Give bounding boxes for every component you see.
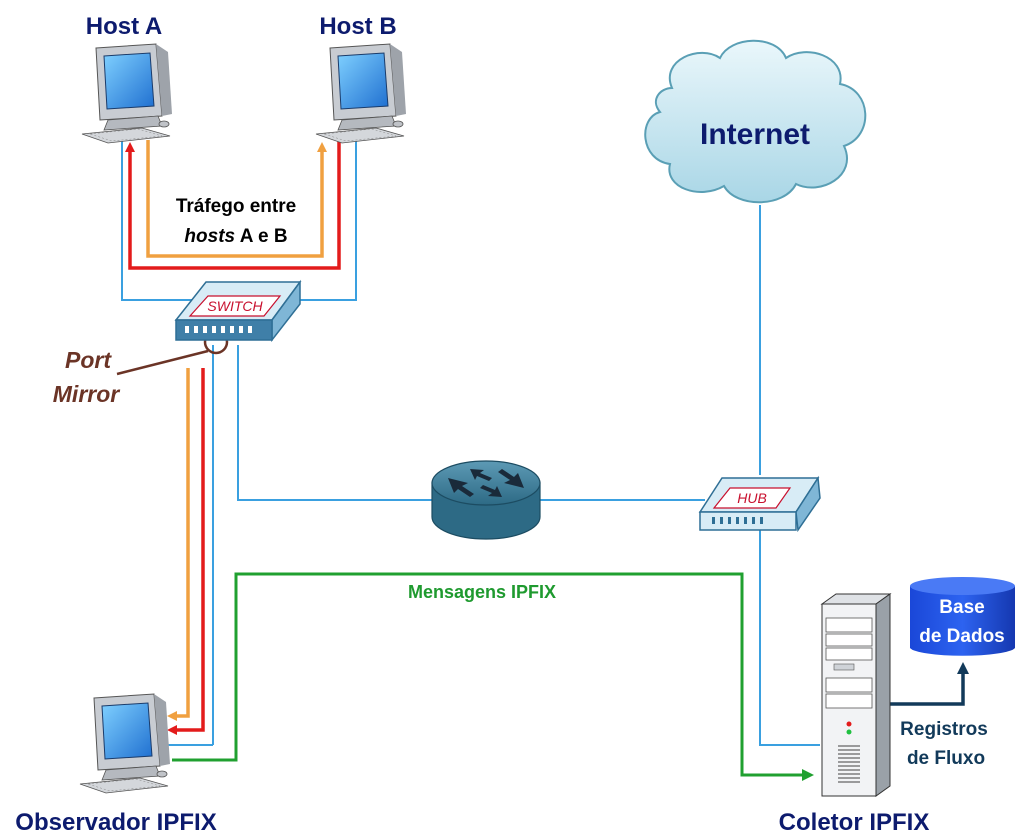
database-icon[interactable]: Base de Dados — [910, 577, 1015, 656]
observer-computer-icon[interactable] — [79, 693, 170, 794]
link-host-a-switch — [121, 140, 200, 301]
internet-label: Internet — [700, 118, 810, 151]
observer-label: Observador IPFIX — [15, 809, 216, 836]
collector-server-icon[interactable] — [820, 593, 892, 797]
mirror-orange-line — [167, 368, 190, 721]
port-mirror-label-line1: Port — [65, 347, 112, 373]
switch-device-icon[interactable]: SWITCH — [174, 279, 302, 343]
flow-records-arrow — [880, 662, 969, 706]
mirror-red-line — [167, 368, 205, 735]
database-label-line2: de Dados — [919, 626, 1005, 647]
traffic-orange-line — [146, 140, 327, 258]
link-host-b-switch — [290, 140, 357, 301]
host-a-label: Host A — [86, 13, 162, 40]
link-hub-collector — [759, 530, 820, 746]
host-a-computer-icon[interactable] — [81, 43, 172, 144]
database-label-line1: Base — [939, 597, 984, 618]
flow-records-label-line1: Registros — [900, 719, 988, 740]
traffic-label-line1: Tráfego entre — [176, 196, 296, 217]
collector-label: Coletor IPFIX — [779, 809, 930, 836]
internet-cloud-icon: Internet — [644, 39, 867, 204]
port-mirror-label-line2: Mirror — [53, 381, 121, 407]
traffic-label-line2: hosts A e B — [184, 226, 287, 247]
host-b-computer-icon[interactable] — [315, 43, 406, 144]
router-icon[interactable] — [431, 460, 541, 540]
ipfix-message-line — [172, 572, 814, 781]
traffic-hosts-word: hosts — [184, 226, 235, 247]
hub-label: HUB — [737, 490, 767, 506]
traffic-red-line — [125, 140, 341, 270]
traffic-ab-words: A e B — [240, 226, 288, 247]
link-switch-router — [237, 345, 432, 501]
switch-label: SWITCH — [207, 298, 263, 314]
traffic-lines — [125, 140, 341, 270]
ipfix-messages-label: Mensagens IPFIX — [408, 582, 556, 602]
hub-device-icon[interactable]: HUB — [698, 475, 821, 533]
links — [121, 140, 820, 746]
mirror-lines — [167, 368, 205, 735]
host-b-label: Host B — [319, 13, 396, 40]
flow-records-label-line2: de Fluxo — [907, 748, 985, 769]
